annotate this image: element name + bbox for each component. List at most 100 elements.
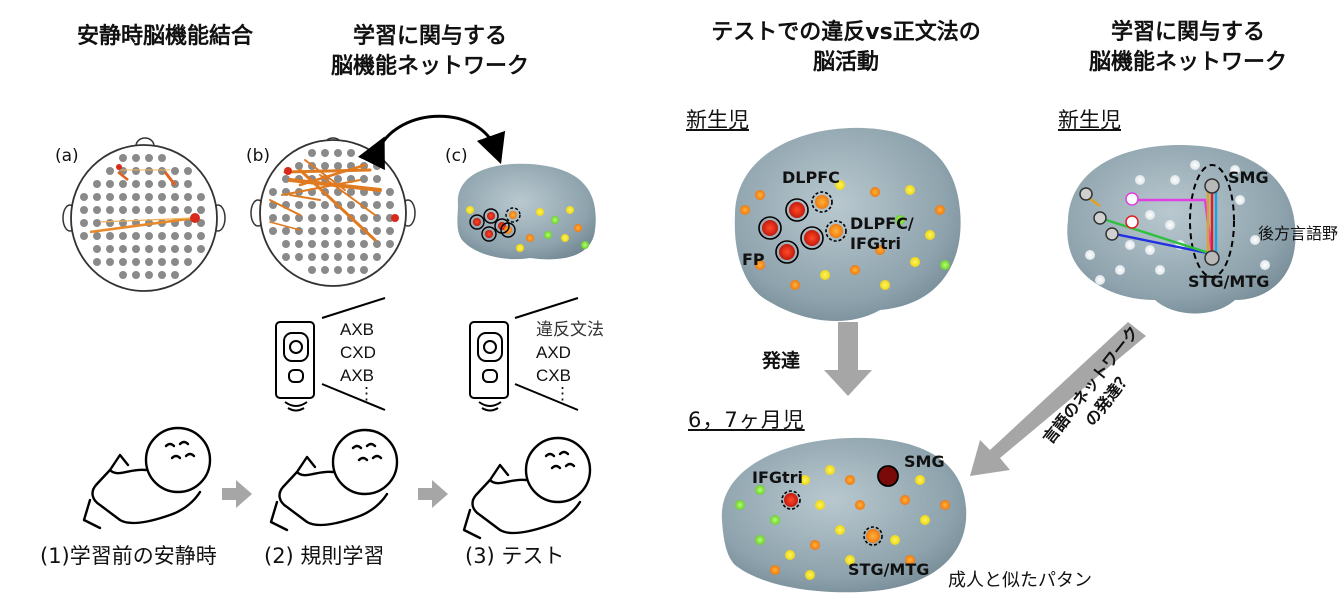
activation-dot bbox=[866, 529, 880, 543]
electrode-dot bbox=[93, 219, 101, 227]
electrode-dot bbox=[360, 214, 368, 222]
header-line: 脳活動 bbox=[812, 50, 879, 75]
activation-dot bbox=[1165, 220, 1175, 230]
electrode-dot bbox=[184, 219, 192, 227]
electrode-dot bbox=[80, 232, 88, 240]
electrode-dot bbox=[360, 266, 368, 274]
electrode-dot bbox=[321, 266, 329, 274]
electrode-dot bbox=[145, 180, 153, 188]
electrode-dot bbox=[295, 214, 303, 222]
activation-dot bbox=[850, 265, 860, 275]
sequence-item: AXB bbox=[340, 320, 375, 339]
activation-dot bbox=[566, 206, 574, 214]
electrode-dot bbox=[119, 219, 127, 227]
region-label-dlpfc-ifg: DLPFC/ bbox=[850, 214, 914, 233]
electrode-dot bbox=[106, 167, 114, 175]
bottom-label-smg: SMG bbox=[904, 452, 945, 471]
electrode-dot bbox=[145, 193, 153, 201]
electrode-dot bbox=[197, 206, 205, 214]
electrode-dot bbox=[106, 193, 114, 201]
activation-dot bbox=[915, 475, 925, 485]
electrode-dot bbox=[145, 258, 153, 266]
activation-dot bbox=[473, 218, 481, 226]
activation-dot bbox=[880, 280, 890, 290]
electrode-dot bbox=[334, 175, 342, 183]
activation-dot bbox=[536, 208, 544, 216]
electrode-dot bbox=[158, 232, 166, 240]
activation-dot bbox=[1145, 210, 1155, 220]
activation-dot bbox=[1145, 245, 1155, 255]
activation-dot bbox=[905, 555, 915, 565]
header-learning-network: 学習に関与する 脳機能ネットワーク bbox=[310, 22, 550, 82]
activation-dot bbox=[755, 190, 765, 200]
electrode-dot bbox=[158, 193, 166, 201]
brain-newborn-activation bbox=[734, 127, 961, 322]
electrode-dot bbox=[373, 175, 381, 183]
activation-dot bbox=[561, 234, 569, 242]
electrode-dot bbox=[334, 240, 342, 248]
electrode-dot bbox=[106, 245, 114, 253]
bottom-label-ifgtri: IFGtri bbox=[752, 468, 804, 487]
electrode-dot bbox=[184, 258, 192, 266]
activation-dot bbox=[526, 234, 534, 242]
sequence-heading: 違反文法 bbox=[536, 320, 604, 339]
electrode-dot bbox=[295, 201, 303, 209]
electrode-dot bbox=[132, 232, 140, 240]
activation-dot bbox=[905, 185, 915, 195]
electrode-dot bbox=[347, 149, 355, 157]
electrode-dot bbox=[308, 214, 316, 222]
activation-dot bbox=[770, 515, 780, 525]
activation-dot bbox=[790, 280, 800, 290]
electrode-dot bbox=[93, 206, 101, 214]
electrode-dot bbox=[93, 258, 101, 266]
electrode-dot bbox=[106, 258, 114, 266]
panel-label-a: (a) bbox=[55, 146, 79, 166]
electrode-dot bbox=[145, 232, 153, 240]
electrode-dot bbox=[184, 206, 192, 214]
activation-dot bbox=[855, 500, 865, 510]
sequence-item: AXD bbox=[536, 343, 571, 362]
electrode-dot bbox=[171, 258, 179, 266]
electrode-dot bbox=[308, 201, 316, 209]
electrode-dot bbox=[119, 271, 127, 279]
electrode-dot bbox=[373, 227, 381, 235]
stage-caption-2: (2) 規則学習 bbox=[264, 544, 385, 568]
activation-dot bbox=[890, 535, 900, 545]
activation-dot bbox=[845, 555, 855, 565]
activation-dot bbox=[910, 257, 920, 267]
activation-dot bbox=[845, 475, 855, 485]
electrode-dot bbox=[386, 188, 394, 196]
electrode-dot bbox=[119, 193, 127, 201]
activation-dot bbox=[810, 540, 820, 550]
baby-drawing-2 bbox=[269, 428, 399, 532]
activation-dot bbox=[509, 211, 517, 219]
header-line: 脳機能ネットワーク bbox=[1088, 50, 1287, 75]
electrode-dot bbox=[145, 245, 153, 253]
electrode-dot bbox=[184, 245, 192, 253]
electrode-dot bbox=[184, 180, 192, 188]
electrode-dot bbox=[119, 180, 127, 188]
electrode-dot bbox=[347, 188, 355, 196]
electrode-dot bbox=[360, 175, 368, 183]
electrode-dot bbox=[321, 162, 329, 170]
header-line: テストでの違反vs正文法の bbox=[711, 20, 981, 45]
activation-dot bbox=[815, 195, 829, 209]
stage-caption-1: (1)学習前の安静時 bbox=[40, 544, 217, 568]
activation-dot bbox=[762, 220, 778, 236]
electrode-dot bbox=[269, 227, 277, 235]
activation-dot bbox=[875, 245, 885, 255]
electrode-dot bbox=[119, 206, 127, 214]
electrode-dot bbox=[360, 253, 368, 261]
electrode-dot bbox=[158, 271, 166, 279]
electrode-dot bbox=[295, 227, 303, 235]
electrode-dot bbox=[132, 180, 140, 188]
age-label-newborn-right: 新生児 bbox=[1058, 108, 1121, 132]
activation-dot bbox=[516, 244, 524, 252]
age-label-infant: 6，7ヶ月児 bbox=[688, 408, 805, 432]
electrode-dot bbox=[334, 266, 342, 274]
electrode-dot bbox=[295, 240, 303, 248]
electrode-dot bbox=[334, 214, 342, 222]
activation-dot bbox=[1085, 250, 1095, 260]
baby-drawing-1 bbox=[82, 426, 212, 530]
